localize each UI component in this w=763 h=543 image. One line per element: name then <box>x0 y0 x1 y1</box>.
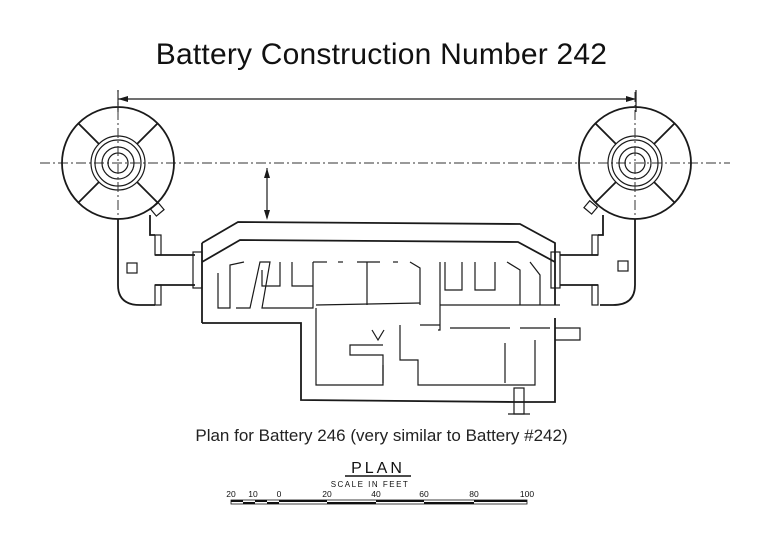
vertical-dimension <box>264 168 270 220</box>
scale-tick-label: 0 <box>277 489 282 499</box>
right-gun-emplacement <box>550 92 692 306</box>
casemate-structure <box>201 221 581 415</box>
page-title: Battery Construction Number 242 <box>155 38 608 71</box>
scale-tick-label: 80 <box>469 489 479 499</box>
scale-bar <box>230 499 528 505</box>
caption: Plan for Battery 246 (very similar to Ba… <box>195 426 568 445</box>
scale-tick-label: 40 <box>371 489 381 499</box>
scale-tick-label: 10 <box>248 489 258 499</box>
scale-tick-label: 60 <box>419 489 429 499</box>
left-gun-emplacement <box>61 92 203 306</box>
scale-tick-label: 20 <box>322 489 332 499</box>
scale-label: SCALE IN FEET <box>331 480 410 489</box>
scale-tick-label: 20 <box>226 489 236 499</box>
dimension-line <box>117 90 637 112</box>
scale-ticks: 20 10 0 20 40 60 80 100 <box>226 489 534 499</box>
scale-tick-label: 100 <box>520 489 534 499</box>
plan-heading: PLAN <box>351 460 405 477</box>
